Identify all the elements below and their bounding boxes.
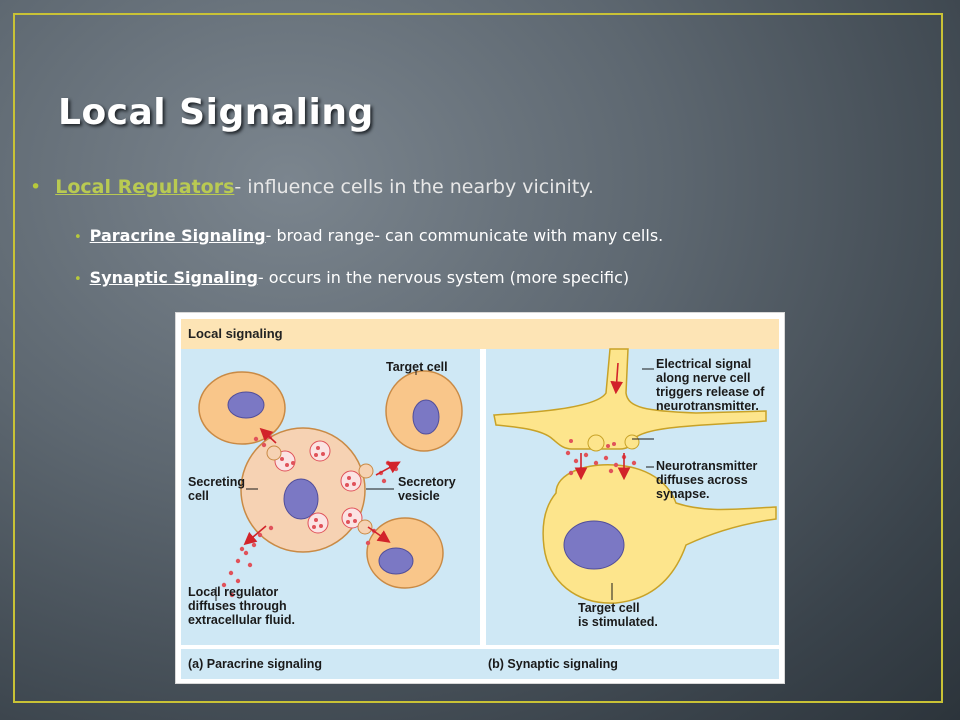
nucleus — [412, 399, 440, 435]
bullet-synaptic: • Synaptic Signaling- occurs in the nervo… — [74, 268, 629, 287]
nucleus — [283, 478, 319, 520]
paracrine-pointer-lines — [215, 370, 417, 601]
nucleus — [378, 547, 414, 575]
secretory-vesicle — [340, 470, 362, 492]
label-neuro-2: diffuses across — [656, 473, 748, 487]
secreting-cell — [240, 427, 374, 553]
caption-synaptic: (b) Synaptic signaling — [488, 657, 618, 671]
synaptic-pointer-lines — [611, 368, 654, 600]
secretory-vesicle — [309, 440, 331, 462]
label-target-cell-b-2: is stimulated. — [578, 615, 658, 629]
label-electrical-4: neurotransmitter. — [656, 399, 759, 413]
nucleus — [563, 520, 625, 570]
diffusion-arrows — [243, 427, 401, 546]
label-neuro-1: Neurotransmitter — [656, 459, 758, 473]
bullet-marker: • — [74, 272, 82, 287]
label-target-cell-a: Target cell — [386, 360, 448, 374]
caption-paracrine: (a) Paracrine signaling — [188, 657, 323, 671]
local-signaling-figure: Local signaling — [175, 312, 785, 684]
label-electrical-3: triggers release of — [656, 385, 765, 399]
target-cell-top-left — [198, 371, 286, 445]
label-local-regulator-2: diffuses through — [188, 599, 287, 613]
presynaptic-neuron — [493, 348, 767, 452]
term-synaptic: Synaptic Signaling — [89, 268, 258, 287]
target-cell-bottom-right — [366, 517, 444, 589]
label-target-cell-b-1: Target cell — [578, 601, 640, 615]
figure-footer — [181, 649, 779, 679]
target-cell-top-right — [385, 370, 463, 452]
bullet-marker: • — [30, 176, 42, 198]
slide-title: Local Signaling — [58, 92, 374, 133]
label-secretory-vesicle-2: vesicle — [398, 489, 440, 503]
label-neuro-3: synapse. — [656, 487, 710, 501]
bullet-text: - occurs in the nervous system (more spe… — [257, 268, 630, 287]
figure-title: Local signaling — [188, 326, 283, 341]
synapse-arrows — [574, 362, 631, 481]
label-local-regulator-1: Local regulator — [188, 585, 279, 599]
figure-illustration — [198, 348, 777, 604]
postsynaptic-target-cell — [542, 464, 777, 604]
label-electrical-2: along nerve cell — [656, 371, 751, 385]
label-secretory-vesicle-1: Secretory — [398, 475, 456, 489]
figure-header — [181, 319, 779, 349]
slide-frame — [13, 13, 943, 703]
nucleus — [227, 391, 265, 419]
secretory-vesicle — [307, 512, 329, 534]
term-local-regulators: Local Regulators — [55, 176, 235, 198]
bullet-local-regulators: • Local Regulators- influence cells in th… — [30, 176, 594, 198]
label-local-regulator-3: extracellular fluid. — [188, 613, 295, 627]
bullet-text: - broad range- can communicate with many… — [265, 226, 664, 245]
bullet-paracrine: • Paracrine Signaling- broad range- can c… — [74, 226, 663, 245]
label-secreting-cell-2: cell — [188, 489, 209, 503]
term-paracrine: Paracrine Signaling — [89, 226, 266, 245]
bullet-marker: • — [74, 230, 82, 245]
bullet-text: - influence cells in the nearby vicinity… — [234, 176, 594, 198]
label-electrical-1: Electrical signal — [656, 357, 752, 371]
label-secreting-cell-1: Secreting — [188, 475, 245, 489]
